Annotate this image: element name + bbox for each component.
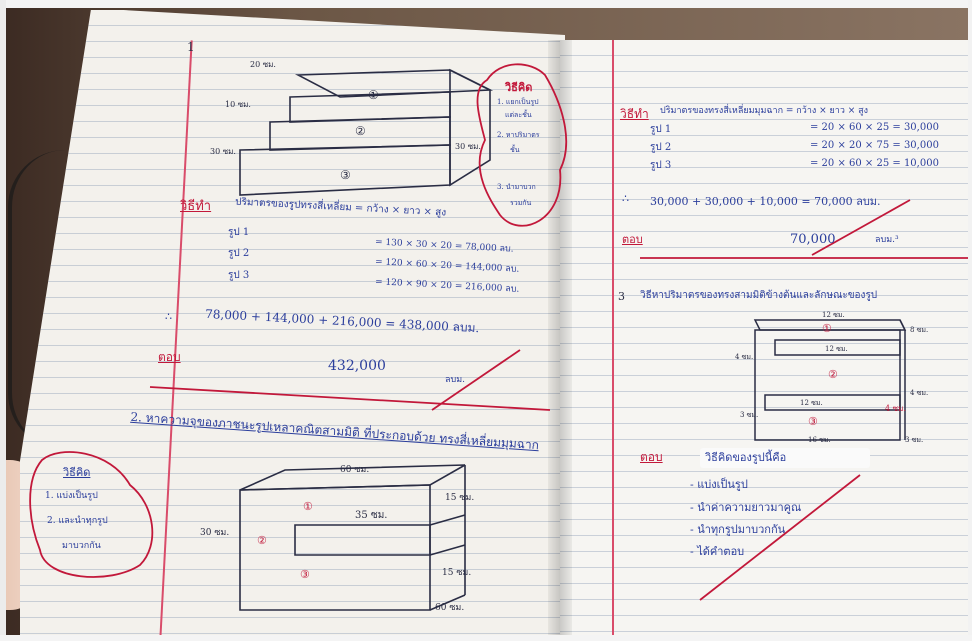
r-row2-label: รูป 2 xyxy=(650,142,672,153)
steps-title: วิธีคิดของรูปนี้คือ xyxy=(705,451,787,464)
dim-right-2: 15 ซม. xyxy=(442,568,472,578)
fig-label-2: ② xyxy=(828,368,838,381)
shape-label-3: ③ xyxy=(300,568,310,581)
fig-label-1: ① xyxy=(822,322,832,335)
stair-block-2: ② xyxy=(355,124,366,138)
answer-label-1: ตอบ xyxy=(158,350,181,364)
staircase-drawing xyxy=(239,68,494,196)
answer-value-1: 432,000 xyxy=(328,358,386,374)
r-row1-label: รูป 1 xyxy=(650,124,672,135)
dim-right-1: 15 ซม. xyxy=(445,493,475,503)
fig-dim-7: 3 ซม. xyxy=(740,411,759,419)
fig-dim-1: 12 ซม. xyxy=(822,311,845,319)
problem3-text: วิธีหาปริมาตรของทรงสามมิติข้างต้นและลักษ… xyxy=(640,290,878,301)
fig-label-3: ③ xyxy=(808,415,818,428)
shape2-drawing xyxy=(239,464,466,611)
bubble-line-3: 2. หาปริมาตร xyxy=(497,131,540,139)
fig-dim-2: 8 ซม. xyxy=(910,326,929,334)
step-1: - แบ่งเป็นรูป xyxy=(690,478,748,491)
correction-tape xyxy=(700,448,870,468)
stair-block-1: ① xyxy=(368,88,379,102)
red-marks xyxy=(29,63,972,601)
cable xyxy=(8,150,122,450)
photo-frame-top xyxy=(0,0,972,8)
dim-left: 30 ซม. xyxy=(200,528,230,538)
photo-frame-left xyxy=(0,0,6,641)
row3-label: รูป 3 xyxy=(228,270,250,281)
notebook-gutter xyxy=(548,40,572,636)
fig-dim-8: 16 ซม. xyxy=(808,436,831,444)
answer-label-2: ตอบ xyxy=(622,233,643,246)
step-3: - นำทุกรูปมาบวกกัน xyxy=(690,523,786,536)
left-notebook-page xyxy=(20,10,565,636)
shape3-drawing xyxy=(753,319,907,441)
fig-dim-5: 4 ซม. xyxy=(910,389,929,397)
shape-label-1: ① xyxy=(303,500,313,513)
bubble-line-6: รวมกัน xyxy=(510,199,532,207)
therefore-2: ∴ xyxy=(622,192,629,205)
answer-label-3: ตอบ xyxy=(640,450,663,464)
stair-dim-side: 30 ซม. xyxy=(455,142,481,151)
method-line-1: 1. แบ่งเป็นรูป xyxy=(45,491,98,501)
r-row2-expr: = 20 × 20 × 75 = 30,000 xyxy=(810,140,939,151)
bubble-line-2: แต่ละชั้น xyxy=(505,111,532,119)
stair-dim-bottom: 30 ซม. xyxy=(210,147,236,156)
bubble-line-1: 1. แยกเป็นรูป xyxy=(497,98,539,106)
fig-dim-10: 4 ซม. xyxy=(885,404,906,413)
answer-value-2: 70,000 xyxy=(790,232,836,247)
photo-frame-right xyxy=(968,0,972,641)
method-title: วิธีคิด xyxy=(63,466,91,479)
answer-unit-1: ลบม. xyxy=(445,375,466,385)
r-row3-label: รูป 3 xyxy=(650,160,672,171)
fig-dim-4: 4 ซม. xyxy=(735,353,754,361)
bubble-title: วิธีคิด xyxy=(505,81,533,94)
method-line-2: 2. และนำทุกรูป xyxy=(47,516,108,526)
step-2: - นำค่าความยาวมาคูณ xyxy=(690,501,802,514)
stair-dim-left: 10 ซม. xyxy=(225,100,251,109)
sum-2: 30,000 + 30,000 + 10,000 = 70,000 ลบม. xyxy=(650,195,881,208)
shape-label-2: ② xyxy=(257,534,267,547)
method-line-3: มาบวกกัน xyxy=(62,541,101,551)
fig-dim-6: 12 ซม. xyxy=(800,399,823,407)
solution-heading-2: ปริมาตรของทรงสี่เหลี่ยมมุมฉาก = กว้าง × … xyxy=(660,106,869,116)
step-4: - ได้คำตอบ xyxy=(690,545,745,558)
stair-block-3: ③ xyxy=(340,168,351,182)
row2-label: รูป 2 xyxy=(228,248,250,259)
fig-dim-9: 3 ซม. xyxy=(905,436,924,444)
right-notebook-page xyxy=(560,40,972,636)
problem3-number: 3 xyxy=(618,290,625,303)
dim-bottom: 60 ซม. xyxy=(435,603,465,613)
fig-dim-3: 12 ซม. xyxy=(825,345,848,353)
solution-label-1: วิธีทำ xyxy=(180,199,212,214)
therefore-1: ∴ xyxy=(165,310,172,323)
bubble-line-5: 3. นำมาบวก xyxy=(497,183,536,191)
r-row3-expr: = 20 × 60 × 25 = 10,000 xyxy=(810,158,939,169)
r-row1-expr: = 20 × 60 × 25 = 30,000 xyxy=(810,122,939,133)
solution-label-2: วิธีทำ xyxy=(620,107,649,121)
answer-unit-2: ลบม.³ xyxy=(875,235,899,245)
right-margin-line xyxy=(612,40,614,636)
dim-top: 60 ซม. xyxy=(340,465,370,475)
photo-frame-bottom xyxy=(0,635,972,641)
bubble-line-4: ชั้น xyxy=(510,146,520,154)
row1-label: รูป 1 xyxy=(228,227,250,238)
stair-dim-top: 20 ซม. xyxy=(250,60,276,69)
dim-mid: 35 ซม. xyxy=(355,510,388,521)
problem1-number: 1 xyxy=(187,40,195,54)
